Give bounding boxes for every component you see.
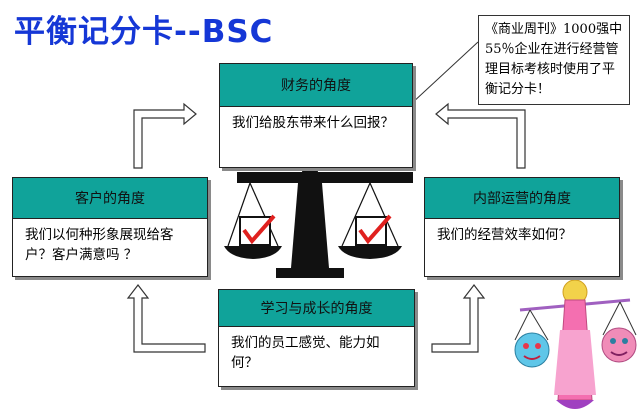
finance-perspective-box: 财务的角度 我们给股东带来什么回报？ xyxy=(219,63,413,168)
internal-perspective-box: 内部运营的角度 我们的经营效率如何？ xyxy=(424,177,620,277)
libra-figure-icon xyxy=(514,279,637,409)
page-title: 平衡记分卡--BSC xyxy=(14,14,274,50)
finance-question: 我们给股东带来什么回报？ xyxy=(232,115,394,131)
customer-question: 我们以何种形象展现给客户？客户满意吗 ？ xyxy=(25,227,174,263)
internal-question: 我们的经营效率如何？ xyxy=(437,227,572,243)
finance-heading: 财务的角度 xyxy=(220,64,412,107)
check-icon-right xyxy=(355,214,392,246)
arrow-top-right xyxy=(435,102,526,169)
arrow-bottom-left xyxy=(126,284,206,353)
customer-perspective-box: 客户的角度 我们以何种形象展现给客户？客户满意吗 ？ xyxy=(12,177,208,277)
check-icon-left xyxy=(239,214,276,246)
callout-line xyxy=(410,41,479,105)
customer-heading: 客户的角度 xyxy=(13,178,207,219)
statistic-note: 《商业周刊》1000强中55％企业在进行经营管理目标考核时使用了平衡记分卡！ xyxy=(478,15,630,105)
arrow-bottom-right xyxy=(431,284,486,353)
internal-heading: 内部运营的角度 xyxy=(425,178,619,219)
learning-heading: 学习与成长的角度 xyxy=(219,290,414,327)
learning-perspective-box: 学习与成长的角度 我们的员工感觉、能力如何？ xyxy=(218,289,415,387)
learning-question: 我们的员工感觉、能力如何？ xyxy=(231,335,380,371)
arrow-top-left xyxy=(133,102,197,169)
